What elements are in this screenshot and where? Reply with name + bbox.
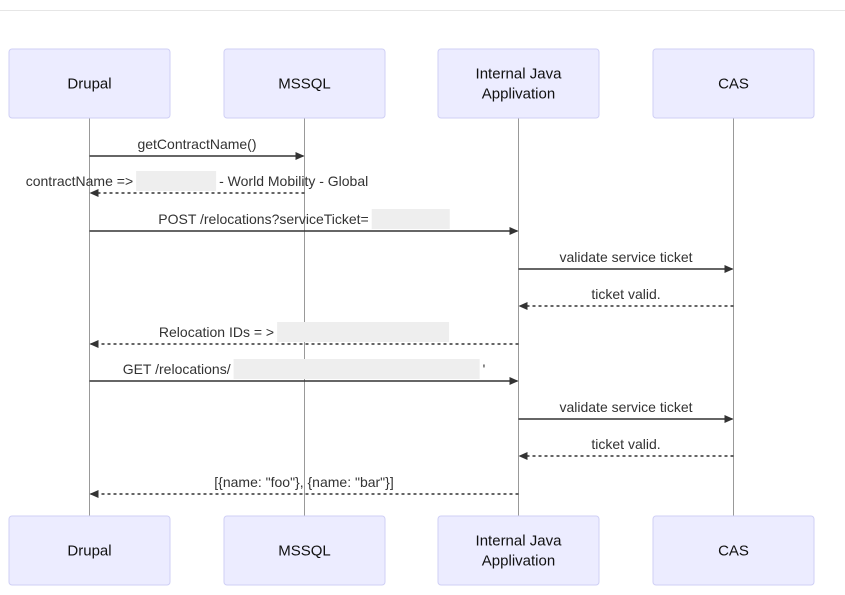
actor-label: CAS — [718, 543, 749, 560]
top-divider — [0, 10, 845, 11]
redacted-block — [136, 171, 217, 191]
message-text: validate service ticket — [559, 399, 692, 415]
redacted-block — [277, 322, 450, 342]
message-text: validate service ticket — [559, 249, 692, 265]
message-text: Relocation IDs = > — [159, 324, 274, 340]
message-label: Relocation IDs = > — [159, 322, 450, 342]
message-3: POST /relocations?serviceTicket= — [89, 209, 519, 235]
message-text: ticket valid. — [591, 286, 660, 302]
message-text: contractName => — [26, 173, 133, 189]
message-label: [{name: "foo"}, {name: "bar"}] — [214, 474, 393, 490]
actor-label: CAS — [718, 76, 749, 93]
actor-mssql-top: MSSQL — [223, 48, 386, 119]
actor-label: MSSQL — [278, 76, 331, 93]
actor-box-rect — [223, 48, 386, 119]
actor-label: Drupal — [67, 76, 111, 93]
message-text: - World Mobility - Global — [219, 173, 368, 189]
message-2: contractName => - World Mobility - Global — [26, 171, 368, 197]
message-1: getContractName() — [89, 136, 305, 160]
actor-label: Applivation — [482, 553, 555, 570]
message-label: GET /relocations/ ' — [123, 359, 486, 379]
actor-drupal-bottom: Drupal — [8, 515, 171, 586]
message-label: contractName => - World Mobility - Global — [26, 171, 368, 191]
redacted-block — [371, 209, 450, 229]
actor-cas-bottom: CAS — [652, 515, 815, 586]
actor-label: Drupal — [67, 543, 111, 560]
message-label: POST /relocations?serviceTicket= — [158, 209, 450, 229]
actor-label: Internal Java — [476, 533, 563, 550]
message-label: validate service ticket — [559, 399, 692, 415]
actor-box-rect — [437, 48, 600, 119]
message-text: ' — [483, 361, 486, 377]
message-label: getContractName() — [137, 136, 256, 152]
actor-box-rect — [8, 515, 171, 586]
message-text: POST /relocations?serviceTicket= — [158, 211, 368, 227]
message-label: ticket valid. — [591, 286, 660, 302]
message-text: ticket valid. — [591, 436, 660, 452]
actor-box-rect — [223, 515, 386, 586]
message-8: validate service ticket — [518, 399, 734, 423]
message-7: GET /relocations/ ' — [89, 359, 519, 385]
actor-cas-top: CAS — [652, 48, 815, 119]
actor-label: MSSQL — [278, 543, 331, 560]
message-9: ticket valid. — [518, 436, 734, 460]
message-10: [{name: "foo"}, {name: "bar"}] — [89, 474, 519, 498]
actor-label: Internal Java — [476, 66, 563, 83]
actor-mssql-bottom: MSSQL — [223, 515, 386, 586]
message-label: validate service ticket — [559, 249, 692, 265]
actor-box-rect — [652, 48, 815, 119]
message-text: [{name: "foo"}, {name: "bar"}] — [214, 474, 393, 490]
redacted-block — [233, 359, 480, 379]
actor-box-rect — [652, 515, 815, 586]
actor-box-rect — [8, 48, 171, 119]
actor-label: Applivation — [482, 86, 555, 103]
message-text: GET /relocations/ — [123, 361, 231, 377]
actor-drupal-top: Drupal — [8, 48, 171, 119]
message-5: ticket valid. — [518, 286, 734, 310]
message-6: Relocation IDs = > — [89, 322, 519, 348]
message-label: ticket valid. — [591, 436, 660, 452]
message-4: validate service ticket — [518, 249, 734, 273]
message-text: getContractName() — [137, 136, 256, 152]
actor-box-rect — [437, 515, 600, 586]
